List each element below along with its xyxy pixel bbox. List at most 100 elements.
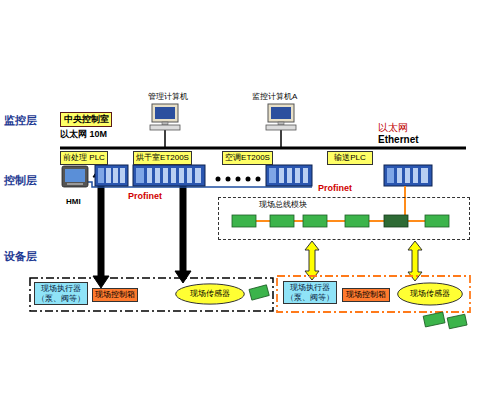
computer-icon (268, 104, 294, 122)
network-label: Profinet (128, 191, 162, 201)
fieldbus-wire (404, 186, 406, 215)
plc-rack (187, 168, 192, 183)
plc-rack (120, 168, 125, 183)
ellipsis-dots (216, 177, 261, 182)
node-text: 现场总线模块 (259, 200, 307, 209)
network-label: 以太网 (378, 122, 408, 134)
ellipsis-dots (236, 177, 241, 182)
plc-rack (98, 168, 104, 183)
plc-rack (95, 165, 128, 186)
fieldbus-double-arrow (408, 241, 422, 281)
layer-label: 控制层 (4, 174, 37, 187)
computer-icon (266, 125, 296, 130)
plc-rack (171, 168, 176, 183)
control-room-box: 中央控制室 (60, 112, 112, 127)
ellipsis-dots (226, 177, 231, 182)
layer-label: 设备层 (4, 250, 37, 263)
node-text: 现场执行器 （泵、阀等） (37, 284, 85, 302)
sensor-ellipse: 现场传感器 (397, 282, 463, 306)
plc-rack (384, 165, 432, 186)
plc-rack (287, 168, 292, 183)
ellipse-outline (398, 283, 463, 305)
plc-rack (413, 168, 418, 183)
node-text: 输送PLC (334, 153, 366, 162)
node-text: 空调ET200S (225, 153, 270, 162)
plc-rack (384, 165, 432, 186)
ellipsis-dots (246, 177, 251, 182)
plc-rack (387, 168, 394, 183)
ethernet-bus (280, 128, 282, 148)
ethernet-bus (60, 147, 466, 150)
node-text: 现场执行器 （泵、阀等） (286, 283, 334, 301)
plc-rack (106, 168, 111, 183)
field-module-icon (249, 285, 269, 300)
node-text: 烘干室ET200S (136, 153, 189, 162)
computer-icon (162, 122, 168, 125)
fieldbus-module (303, 215, 327, 227)
node-text: 现场传感器 (410, 289, 450, 298)
plc-rack (136, 168, 144, 183)
field-module-icon (249, 285, 467, 329)
plc-rack (195, 168, 201, 183)
device-group-frame (277, 276, 470, 312)
computer-label: 管理计算机 (148, 92, 188, 101)
network-label: 以太网 10M (60, 129, 107, 139)
fieldbus-module (425, 215, 449, 227)
ellipse-outline (176, 284, 245, 304)
node-text: 中央控制室 (64, 114, 109, 124)
hmi-panel (62, 166, 88, 187)
fieldbus-module (384, 215, 408, 227)
fieldbus-double-arrow (305, 241, 319, 280)
ellipsis-dots (256, 177, 261, 182)
fieldbus-group: 现场总线模块 (218, 197, 470, 240)
computer-icon (150, 104, 180, 130)
plc-rack (303, 168, 308, 183)
computer-label: 监控计算机A (252, 92, 297, 101)
control-cabinet-box: 现场控制箱 (342, 288, 390, 302)
node-text: 现场传感器 (190, 289, 230, 298)
plc-label-box: 输送PLC (327, 151, 373, 165)
plc-rack (147, 168, 152, 183)
hmi-panel (65, 169, 85, 182)
sensor-ellipse: 现场传感器 (175, 283, 245, 305)
hmi-panel (67, 183, 83, 185)
plc-rack (95, 165, 128, 186)
device-label: HMI (66, 197, 81, 206)
field-module-icon (423, 312, 445, 327)
plc-rack (405, 168, 410, 183)
node-text: 前处理 PLC (63, 153, 105, 162)
node-text: 现场控制箱 (346, 290, 386, 299)
computer-icon (278, 122, 284, 125)
plc-rack (133, 165, 205, 186)
computer-icon (271, 107, 291, 119)
computer-icon (150, 125, 180, 130)
ethernet-bus (164, 128, 166, 148)
plc-rack (163, 168, 168, 183)
plc-label-box: 前处理 PLC (60, 151, 108, 165)
plc-rack (266, 165, 312, 186)
plc-rack (133, 165, 205, 186)
field-module-icon (447, 314, 467, 329)
fieldbus-module (232, 215, 449, 227)
plc-rack (279, 168, 284, 183)
network-label: Profinet (318, 183, 352, 193)
plc-rack (295, 168, 300, 183)
fieldbus-module (345, 215, 369, 227)
fieldbus-module (270, 215, 294, 227)
plc-rack (421, 168, 428, 183)
node-text: 现场控制箱 (95, 290, 135, 299)
actuator-box: 现场执行器 （泵、阀等） (283, 281, 337, 304)
computer-icon (152, 104, 178, 122)
actuator-box: 现场执行器 （泵、阀等） (34, 282, 88, 305)
computer-icon (155, 107, 175, 119)
hmi-panel (62, 166, 88, 187)
ellipsis-dots (216, 177, 221, 182)
computer-icon (266, 104, 296, 130)
device-group-frame (30, 278, 273, 311)
plc-rack (113, 168, 118, 183)
control-cabinet-box: 现场控制箱 (92, 288, 138, 302)
device-group-frame (30, 276, 470, 312)
plc-rack (397, 168, 402, 183)
